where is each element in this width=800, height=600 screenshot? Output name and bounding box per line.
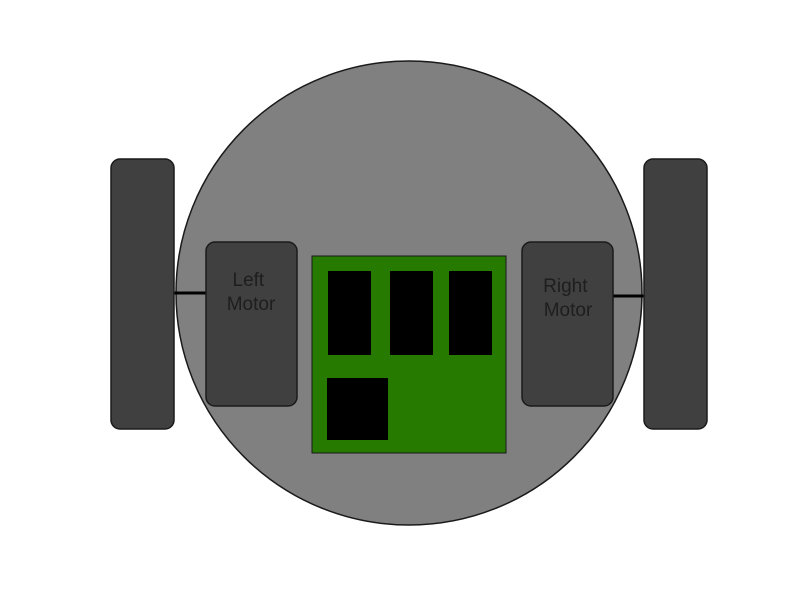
chip-4: [327, 378, 388, 440]
right-motor-label-line1: Right: [543, 276, 588, 297]
right-motor-label: Right Motor: [543, 276, 593, 321]
left-motor-label-line1: Left: [233, 270, 265, 291]
chip-3: [449, 271, 492, 355]
chip-2: [390, 271, 433, 355]
left-wheel: [110, 158, 175, 430]
left-motor-label: Left Motor: [227, 270, 276, 315]
left-motor: [205, 241, 298, 407]
right-motor-label-line2: Motor: [544, 300, 593, 321]
chip-1: [328, 271, 371, 355]
right-motor: [521, 241, 614, 407]
left-motor-label-line2: Motor: [227, 294, 276, 315]
right-wheel: [643, 158, 708, 430]
